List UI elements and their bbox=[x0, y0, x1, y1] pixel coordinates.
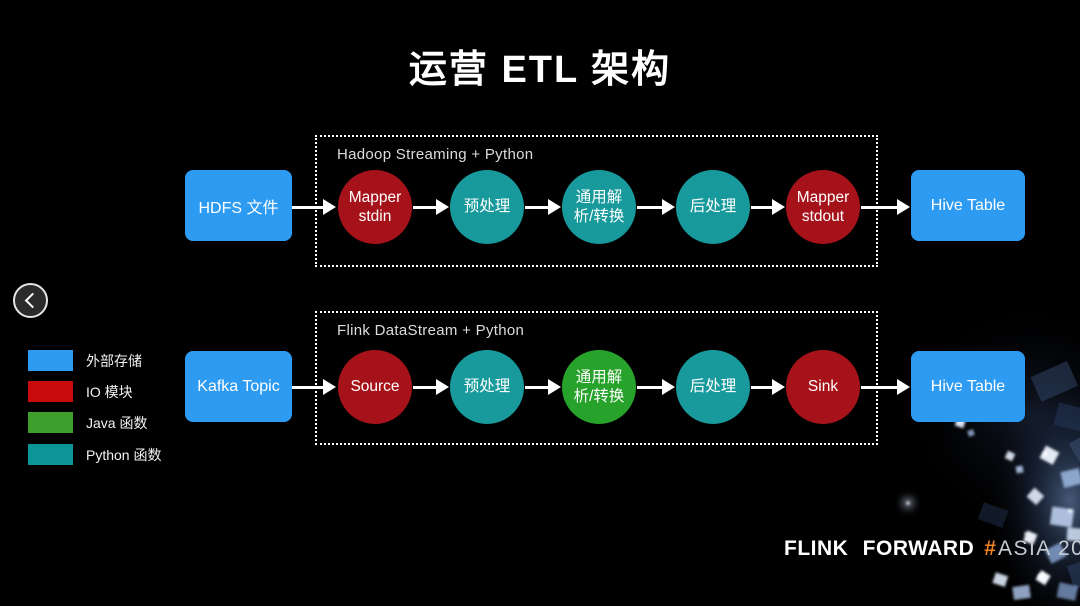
arrow-head bbox=[897, 199, 910, 215]
flow-arrow bbox=[525, 379, 561, 395]
arrow-head bbox=[662, 199, 675, 215]
node-label: Sink bbox=[807, 378, 839, 396]
arrow-head bbox=[772, 199, 785, 215]
arrow-shaft bbox=[292, 385, 325, 389]
arrow-shaft bbox=[751, 385, 774, 389]
legend-swatch bbox=[28, 350, 73, 371]
arrow-shaft bbox=[525, 205, 550, 209]
flow-arrow bbox=[413, 199, 449, 215]
arrow-head bbox=[548, 379, 561, 395]
flow-arrow bbox=[292, 199, 336, 215]
arrow-head bbox=[323, 199, 336, 215]
arrow-shaft bbox=[292, 205, 325, 209]
chevron-left-icon bbox=[24, 292, 41, 309]
arrow-shaft bbox=[861, 205, 899, 209]
node-parse-transform: 通用解 析/转换 bbox=[562, 170, 636, 244]
flow-arrow bbox=[637, 379, 675, 395]
frame-label: Flink DataStream + Python bbox=[337, 322, 525, 339]
node-mapper-stdin: Mapper stdin bbox=[338, 170, 412, 244]
arrow-shaft bbox=[637, 385, 664, 389]
hdfs-box: HDFS 文件 bbox=[185, 170, 292, 241]
flow-arrow bbox=[751, 379, 785, 395]
arrow-shaft bbox=[413, 205, 438, 209]
node-label: 预处理 bbox=[463, 198, 511, 216]
legend-label: IO 模块 bbox=[86, 383, 133, 400]
node-postprocess: 后处理 bbox=[676, 170, 750, 244]
legend-item: Python 函数 bbox=[28, 444, 161, 465]
node-mapper-stdout: Mapper stdout bbox=[786, 170, 860, 244]
arrow-head bbox=[548, 199, 561, 215]
node-label: 后处理 bbox=[689, 198, 737, 216]
flow-arrow bbox=[637, 199, 675, 215]
kafka-topic-box: Kafka Topic bbox=[185, 351, 292, 422]
hive-table-box: Hive Table bbox=[911, 351, 1025, 422]
arrow-head bbox=[436, 379, 449, 395]
node-label: 通用解 析/转换 bbox=[573, 188, 625, 225]
page-title: 运营 ETL 架构 bbox=[408, 49, 672, 91]
legend-item: 外部存储 bbox=[28, 350, 142, 371]
arrow-shaft bbox=[861, 385, 899, 389]
arrow-head bbox=[897, 379, 910, 395]
hive-table-box: Hive Table bbox=[911, 170, 1025, 241]
node-parse-transform: 通用解 析/转换 bbox=[562, 350, 636, 424]
arrow-head bbox=[436, 199, 449, 215]
flow-arrow bbox=[525, 199, 561, 215]
flow-arrow bbox=[292, 379, 336, 395]
arrow-shaft bbox=[525, 385, 550, 389]
node-label: 预处理 bbox=[463, 378, 511, 396]
node-label: Mapper stdin bbox=[348, 188, 402, 225]
flow-arrow bbox=[861, 379, 910, 395]
node-label: Source bbox=[350, 378, 400, 396]
legend-swatch bbox=[28, 444, 73, 465]
brand-flink-forward: FLINK FORWARD bbox=[784, 537, 975, 560]
flow-arrow bbox=[861, 199, 910, 215]
legend-swatch bbox=[28, 381, 73, 402]
brand-edition: ASIA 2020 bbox=[997, 537, 1080, 560]
hadoop-streaming-frame: Hadoop Streaming + Python bbox=[315, 135, 878, 267]
flow-arrow bbox=[413, 379, 449, 395]
node-sink: Sink bbox=[786, 350, 860, 424]
arrow-head bbox=[323, 379, 336, 395]
legend-label: Java 函数 bbox=[86, 414, 148, 431]
legend-label: 外部存储 bbox=[86, 352, 142, 369]
legend-swatch bbox=[28, 412, 73, 433]
arrow-shaft bbox=[637, 205, 664, 209]
arrow-shaft bbox=[751, 205, 774, 209]
footer-brand: FLINK FORWARD # ASIA 2020 bbox=[784, 537, 1080, 561]
node-preprocess: 预处理 bbox=[450, 170, 524, 244]
arrow-head bbox=[662, 379, 675, 395]
back-button[interactable] bbox=[13, 283, 48, 318]
flow-arrow bbox=[751, 199, 785, 215]
brand-hash: # bbox=[984, 537, 996, 560]
legend-item: IO 模块 bbox=[28, 381, 133, 402]
frame-label: Hadoop Streaming + Python bbox=[337, 146, 534, 163]
node-label: 通用解 析/转换 bbox=[573, 368, 625, 405]
node-label: 后处理 bbox=[689, 378, 737, 396]
arrow-head bbox=[772, 379, 785, 395]
flink-datastream-frame: Flink DataStream + Python bbox=[315, 311, 878, 445]
node-label: Mapper stdout bbox=[796, 188, 850, 225]
node-preprocess: 预处理 bbox=[450, 350, 524, 424]
legend-label: Python 函数 bbox=[86, 446, 162, 463]
node-postprocess: 后处理 bbox=[676, 350, 750, 424]
legend-item: Java 函数 bbox=[28, 412, 147, 433]
arrow-shaft bbox=[413, 385, 438, 389]
node-source: Source bbox=[338, 350, 412, 424]
